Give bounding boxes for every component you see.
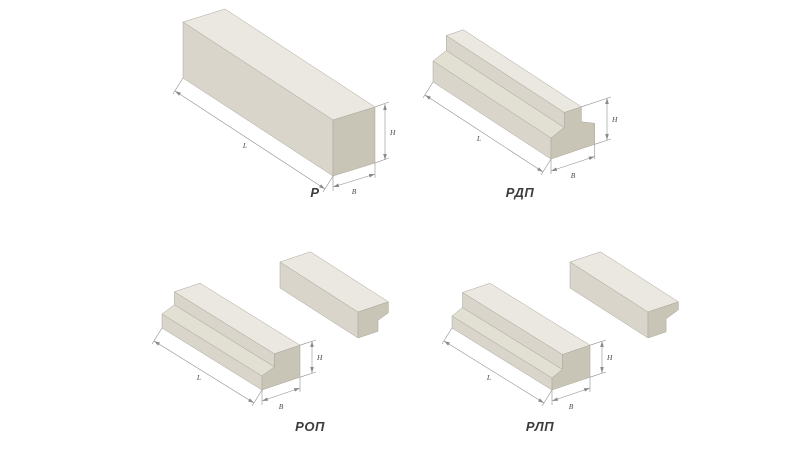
dim-width: B [261, 377, 301, 411]
beam-rlp-main-view [451, 282, 591, 391]
panel-rop-caption: РОП [295, 419, 325, 434]
extension-line [589, 371, 607, 378]
extension-line [251, 389, 263, 407]
dim-line-width [261, 387, 301, 402]
dim-label-length: L [242, 141, 247, 150]
beam-rlp-rear-view [569, 251, 679, 339]
dim-line-length [174, 90, 326, 190]
beam-end-face [647, 301, 679, 339]
dim-label-width: B [352, 187, 357, 196]
dim-length: L [151, 327, 263, 407]
extension-line [322, 175, 334, 193]
dim-label-length: L [486, 373, 491, 382]
extension-line [151, 327, 163, 345]
panel-rop-drawing: L H B [151, 251, 389, 411]
extension-line [374, 157, 390, 164]
dim-height: H [589, 339, 613, 378]
dim-label-width: B [279, 402, 284, 411]
dim-label-height: H [389, 128, 396, 137]
dim-label-height: H [606, 353, 613, 362]
dim-line-length [443, 340, 545, 404]
extension-line [594, 138, 612, 145]
dim-height: H [581, 96, 618, 145]
dim-length: L [422, 81, 552, 176]
dim-line-width [551, 387, 591, 402]
panel-r-caption: Р [310, 185, 320, 200]
dim-length: L [172, 77, 334, 193]
extension-line [589, 339, 607, 346]
panel-rlp-caption: РЛП [525, 419, 555, 434]
dim-height: H [374, 101, 396, 164]
dim-label-width: B [569, 402, 574, 411]
extension-line [581, 96, 612, 108]
dim-label-width: B [571, 171, 576, 180]
dim-height: H [299, 339, 323, 378]
dim-line-width [332, 173, 376, 188]
dim-label-length: L [196, 373, 201, 382]
panel-rdp-caption: РДП [505, 185, 535, 200]
dim-line-length [424, 94, 544, 173]
dim-width: B [550, 144, 595, 180]
beam-rdp [432, 29, 595, 160]
beam-r [182, 8, 376, 177]
extension-line [299, 371, 317, 378]
dim-label-height: H [611, 115, 618, 124]
extension-line [299, 339, 317, 346]
panel-r-drawing: L H B [172, 8, 396, 196]
extension-line [441, 327, 453, 345]
dim-length: L [441, 327, 553, 407]
beam-end-face [357, 301, 389, 339]
extension-line [374, 101, 390, 108]
dim-label-length: L [476, 134, 481, 143]
panel-rlp-drawing: L H B [441, 251, 679, 411]
dim-line-length [153, 340, 255, 404]
extension-line [422, 81, 434, 99]
beam-rop-rear-view [279, 251, 389, 339]
dim-line-width [550, 156, 595, 172]
extension-line [541, 389, 553, 407]
panel-rdp-drawing: L H B [422, 29, 618, 180]
extension-line [172, 77, 184, 95]
extension-line [540, 158, 552, 176]
dim-width: B [551, 377, 591, 411]
dim-label-height: H [316, 353, 323, 362]
beam-rop-main-view [161, 282, 301, 391]
dim-width: B [332, 163, 376, 196]
